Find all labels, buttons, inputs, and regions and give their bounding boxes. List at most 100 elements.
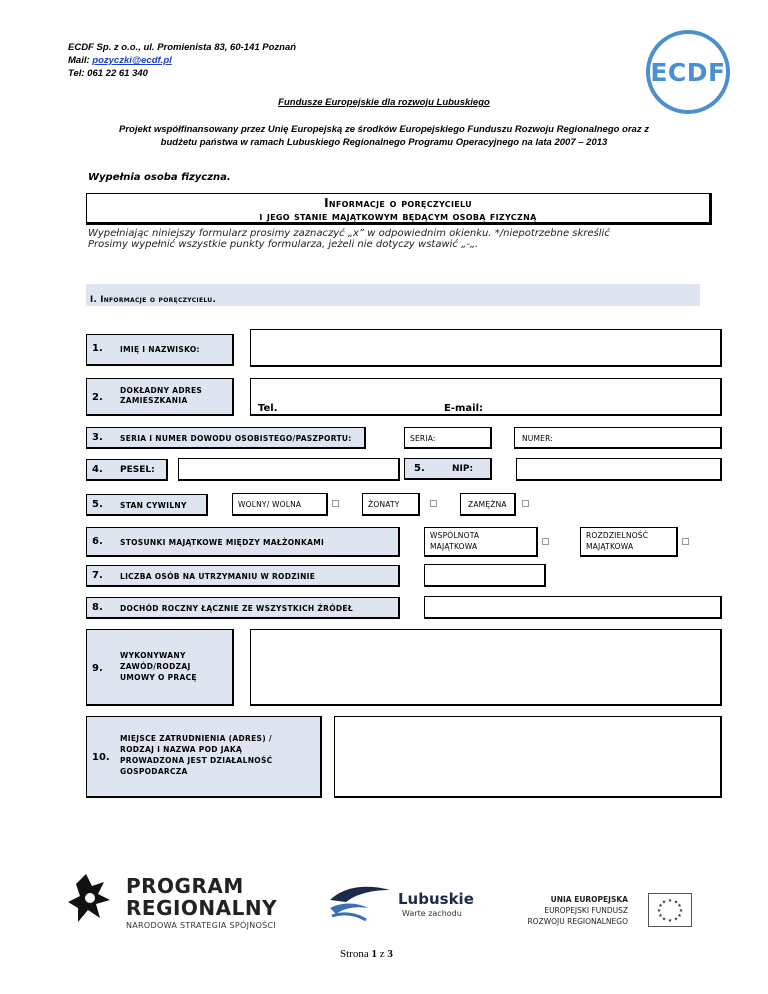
field-5-number: 5.: [92, 499, 103, 510]
field-2-label-box: [86, 378, 234, 416]
svg-text:★: ★: [679, 908, 684, 914]
page-number: Strona 1 z 3: [340, 948, 393, 960]
program-line-1: PROGRAM: [126, 874, 244, 898]
field-3-label: Seria i numer dowodu osobistego/paszport…: [120, 434, 352, 443]
option-single-box: [232, 493, 328, 516]
company-mail: Mail: pozyczki@ecdf.pl: [68, 55, 172, 67]
nip-input[interactable]: [516, 458, 722, 481]
field-3-number: 3.: [92, 432, 103, 443]
svg-text:★: ★: [658, 913, 663, 919]
program-line-3: NARODOWA STRATEGIA SPÓJNOŚCI: [126, 921, 277, 930]
svg-text:★: ★: [657, 908, 662, 914]
joint-property-label-1: Wspólnota: [430, 531, 480, 540]
field-8-label-box: [86, 597, 400, 619]
ecdf-logo-text: ECDF: [650, 58, 726, 87]
nip-label: NIP:: [452, 464, 474, 474]
lubuskie-name: Lubuskie: [398, 890, 474, 908]
funding-line-2: budżetu państwa w ramach Lubuskiego Regi…: [160, 137, 608, 148]
svg-text:★: ★: [677, 913, 682, 919]
tel-label: Tel.: [258, 403, 278, 414]
field-8-label: Dochód roczny łącznie ze wszystkich źród…: [120, 604, 353, 613]
lubuskie-slogan: Warte zachodu: [402, 909, 462, 918]
id-series-input[interactable]: [404, 427, 492, 449]
svg-text:★: ★: [658, 903, 663, 909]
mail-link[interactable]: pozyczki@ecdf.pl: [92, 55, 172, 66]
ue-line-3: ROZWOJU REGIONALNEGO: [527, 917, 628, 926]
mail-label: Mail:: [68, 55, 93, 66]
field-9-label-3: umowy o pracę: [120, 673, 197, 682]
field-10-label-box: [86, 716, 322, 798]
field-4-number: 4.: [92, 464, 103, 475]
dependents-input[interactable]: [424, 564, 546, 587]
svg-text:★: ★: [668, 898, 673, 904]
svg-text:★: ★: [674, 900, 679, 906]
field-10-label-2: rodzaj i nazwa pod jaką: [120, 745, 243, 754]
id-number-input[interactable]: [514, 427, 722, 449]
company-address: ECDF Sp. z o.o., ul. Promienista 83, 60-…: [68, 42, 297, 53]
number-label: Numer:: [522, 434, 554, 443]
instruction-note-2: Prosimy wypełnić wszystkie punkty formul…: [88, 239, 479, 250]
pesel-input[interactable]: [178, 458, 400, 481]
field-10-label-3: prowadzona jest działalność: [120, 756, 273, 765]
joint-property-box: [424, 527, 538, 557]
employment-input[interactable]: [334, 716, 722, 798]
form-title-box: Informacje o poręczycielu i jego stanie …: [86, 193, 712, 225]
field-9-number: 9.: [92, 663, 103, 674]
svg-text:★: ★: [668, 918, 673, 924]
field-6-label-box: [86, 527, 400, 557]
field-10-label-4: gospodarcza: [120, 767, 188, 776]
series-label: Seria:: [410, 434, 436, 443]
option-married-f-box: [460, 493, 516, 516]
program-regionalny-emblem: [68, 874, 110, 922]
field-9-label-2: zawód/rodzaj: [120, 662, 191, 671]
joint-property-label-2: majątkowa: [430, 542, 478, 551]
option-married-m-label: Żonaty: [368, 500, 400, 509]
funding-line-1: Projekt współfinansowany przez Unię Euro…: [119, 124, 649, 135]
field-3-label-box: [86, 427, 366, 449]
page-current: 1: [371, 948, 377, 960]
ecdf-logo: ECDF: [646, 30, 730, 114]
separate-property-checkbox[interactable]: [682, 538, 689, 545]
eu-flag-icon: ★★★ ★★★ ★★★ ★★★: [648, 893, 692, 927]
pesel-label: PESEL:: [120, 465, 155, 475]
page-prefix: Strona: [340, 948, 372, 960]
field-5-label-box: [86, 494, 208, 516]
separate-property-label-2: majątkowa: [586, 542, 634, 551]
field-7-label: Liczba osób na utrzymaniu w rodzinie: [120, 572, 316, 581]
ue-line-1: UNIA EUROPEJSKA: [550, 895, 628, 904]
name-input[interactable]: [250, 329, 722, 367]
field-1-label: imię i nazwisko:: [120, 345, 200, 354]
field-6-label: Stosunki majątkowe między małżonkami: [120, 538, 325, 547]
field-10-label-1: miejsce zatrudnienia (adres) /: [120, 734, 272, 743]
option-married-f-checkbox[interactable]: [522, 500, 529, 507]
option-single-checkbox[interactable]: [332, 500, 339, 507]
field-2-number: 2.: [92, 392, 103, 403]
address-input[interactable]: [250, 378, 722, 416]
filled-by-note: Wypełnia osoba fizyczna.: [88, 172, 231, 183]
section-header: [86, 284, 700, 306]
svg-text:★: ★: [674, 917, 679, 923]
joint-property-checkbox[interactable]: [542, 538, 549, 545]
section-title: I. Informacje o poręczycielu.: [90, 295, 216, 305]
field-8-number: 8.: [92, 602, 103, 613]
form-title-line-2: i jego stanie majątkowym będącym osobą f…: [259, 210, 537, 223]
option-married-m-box: [362, 493, 420, 516]
field-6-number: 6.: [92, 536, 103, 547]
field-7-label-box: [86, 565, 400, 587]
annual-income-input[interactable]: [424, 596, 722, 619]
field-9-label-1: wykonywany: [120, 651, 186, 660]
option-married-m-checkbox[interactable]: [430, 500, 437, 507]
option-single-label: Wolny/ wolna: [238, 500, 302, 509]
program-line-2: REGIONALNY: [126, 896, 278, 920]
field-1-label-box: [86, 334, 234, 366]
email-label: E-mail:: [444, 403, 484, 414]
nip-number: 5.: [414, 463, 425, 474]
nip-label-box: [404, 458, 492, 480]
separate-property-box: [580, 527, 678, 557]
occupation-input[interactable]: [250, 629, 722, 706]
svg-text:★: ★: [677, 903, 682, 909]
separate-property-label-1: Rozdzielność: [586, 531, 649, 540]
lubuskie-emblem: [330, 886, 390, 922]
field-5-label: Stan cywilny: [120, 501, 187, 510]
svg-text:★: ★: [662, 917, 667, 923]
